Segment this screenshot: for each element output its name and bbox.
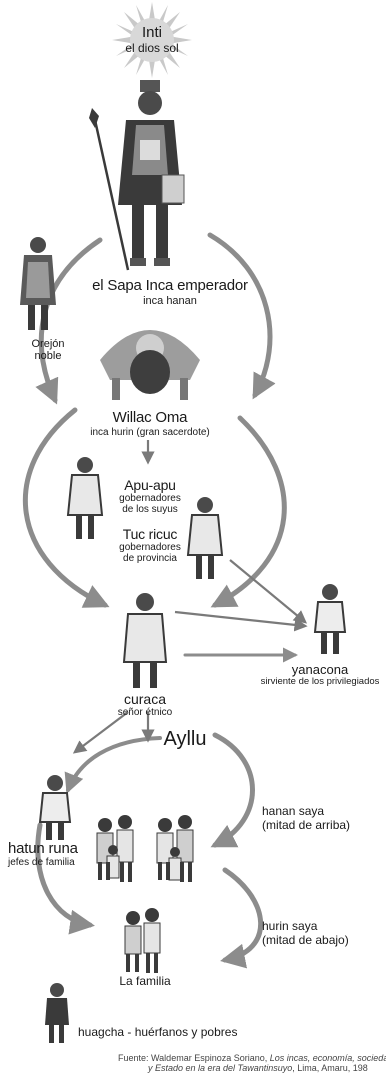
source-suffix: , Lima, Amaru, 198: [292, 1063, 368, 1074]
hatun-subtitle: jefes de familia: [8, 857, 75, 869]
orejon-line1: Orejón: [31, 338, 65, 350]
hatun-runa-figure: [38, 775, 72, 840]
hanan-line2: (mitad de arriba): [262, 817, 351, 832]
hurin-label: hurin saya (mitad de abajo): [262, 919, 349, 948]
emperor-title: el Sapa Inca emperador: [92, 277, 248, 294]
sun-subtitle: el dios sol: [125, 40, 179, 55]
priest-label: Willac Oma inca hurin (gran sacerdote): [75, 409, 225, 438]
apu-apu-figure: [66, 457, 104, 539]
emperor-subtitle: inca hanan: [143, 294, 197, 307]
apu-line2: de los suyus: [122, 504, 178, 516]
ayllu-label: Ayllu: [155, 728, 215, 750]
ayllu-group-left: [96, 815, 134, 882]
orejon-line2: noble: [34, 350, 62, 363]
huagcha-label: huagcha - huérfanos y pobres: [78, 1025, 238, 1040]
arrow-hatun-familia: [35, 822, 95, 935]
orejon-label: Orejón noble: [20, 338, 76, 362]
tuc-ricuc-figure: [186, 497, 224, 579]
apu-title: Apu-apu: [124, 477, 176, 493]
arrow-familia-hurin: [220, 867, 264, 969]
hanan-label: hanan saya (mitad de arriba): [262, 804, 351, 833]
arrow-ayllu-hanan: [210, 732, 255, 848]
source-italic2: y Estado en la era del Tawantinsuyo: [148, 1063, 293, 1074]
ayllu-group-right: [156, 815, 194, 882]
curaca-subtitle: señor étnico: [117, 707, 173, 719]
tucricuc-title: Tuc ricuc: [122, 526, 178, 542]
apu-line1: gobernadores: [119, 493, 181, 505]
sun-title: Inti: [141, 24, 162, 41]
familia-title: La familia: [119, 974, 171, 988]
priest-subtitle: inca hurin (gran sacerdote): [90, 426, 210, 438]
priest-title: Willac Oma: [112, 409, 188, 426]
curaca-title: curaca: [123, 691, 167, 707]
hurin-line2: (mitad de abajo): [262, 932, 349, 947]
source-prefix: Fuente: Waldemar Espinoza Soriano,: [118, 1053, 270, 1063]
hanan-line1: hanan saya: [262, 804, 325, 818]
yanacona-title: yanacona: [291, 662, 349, 677]
willac-oma-figure: [100, 330, 200, 400]
apu-label: Apu-apu gobernadores de los suyus: [110, 477, 190, 516]
arrow-priest-right: [210, 415, 287, 608]
curaca-figure: [122, 593, 168, 688]
hatun-title: hatun runa: [8, 840, 78, 857]
arrow-priest-left: [22, 407, 110, 608]
sun-icon: [112, 2, 192, 78]
yanacona-subtitle: sirviente de los privilegiados: [260, 676, 380, 688]
tucricuc-label: Tuc ricuc gobernadores de provincia: [110, 526, 190, 565]
emperor-label: el Sapa Inca emperador inca hanan: [70, 277, 270, 307]
source-italic1: Los incas, economía, sociedad: [269, 1053, 386, 1063]
orejon-figure: [20, 237, 56, 330]
yanacona-figure: [313, 584, 347, 654]
source-note: Fuente: Waldemar Espinoza Soriano, Los i…: [118, 1053, 386, 1074]
hatun-label: hatun runa jefes de familia: [8, 840, 78, 869]
arrow-curaca-yanacona: [174, 610, 308, 632]
familia-group: [124, 908, 161, 973]
sapa-inca-figure: [89, 80, 185, 271]
tucricuc-line1: gobernadores: [119, 542, 181, 554]
ayllu-title: Ayllu: [163, 728, 207, 750]
tucricuc-line2: de provincia: [123, 553, 177, 565]
huagcha-figure: [45, 983, 69, 1043]
arrow-curaca-ayllu-left: [72, 711, 129, 754]
sun-label: Inti el dios sol: [112, 24, 192, 55]
huagcha-title: huagcha - huérfanos y pobres: [78, 1025, 238, 1039]
hurin-line1: hurin saya: [262, 919, 318, 933]
curaca-label: curaca señor étnico: [105, 691, 185, 719]
yanacona-label: yanacona sirviente de los privilegiados: [250, 662, 390, 688]
arrow-emperor-right: [207, 232, 276, 400]
familia-label: La familia: [105, 974, 185, 988]
arrow-emperor-yanacona: [229, 559, 308, 624]
